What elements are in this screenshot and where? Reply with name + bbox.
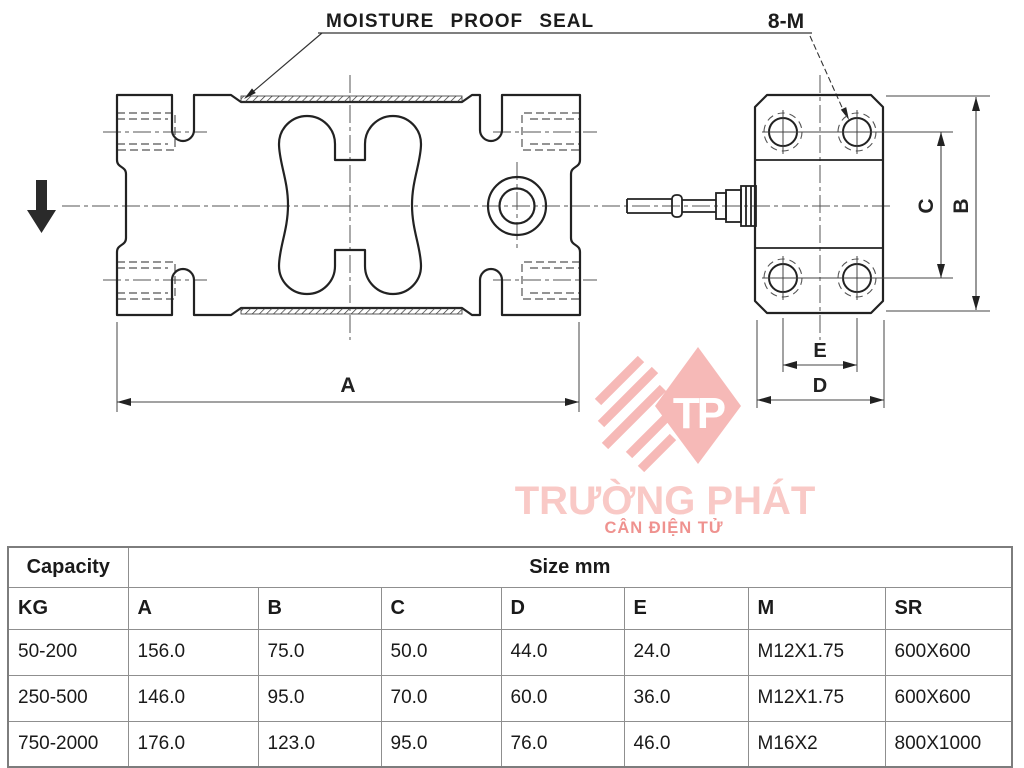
flexure-cutout [277,114,423,296]
cell: 156.0 [127,628,259,676]
side-view-body [115,93,582,317]
dimension-arrowheads [117,97,980,406]
col-header-d: D [500,586,625,630]
table-row: 750-2000 176.0 123.0 95.0 76.0 46.0 M16X… [7,720,1013,768]
cell: 95.0 [380,720,502,768]
cell: 800X1000 [884,720,1013,768]
dim-a-label: A [340,374,355,397]
cell: 46.0 [623,720,749,768]
brand-logo-diamond [655,347,741,464]
cell: M16X2 [747,720,886,768]
col-header-m: M [747,586,886,630]
hidden-thread-holes [117,112,580,300]
col-header-b: B [257,586,382,630]
cell: 750-2000 [7,720,129,768]
load-direction-arrow [27,180,56,233]
table-row: 50-200 156.0 75.0 50.0 44.0 24.0 M12X1.7… [7,628,1013,676]
brand-tagline: CÂN ĐIỆN TỬ [604,518,723,537]
column-header-row: KG A B C D E M SR [7,586,1013,630]
brand-watermark: TP TRƯỜNG PHÁT CÂN ĐIỆN TỬ [515,347,816,537]
cell: 600X600 [884,628,1013,676]
col-header-sr: SR [884,586,1013,630]
brand-logo-monogram: TP [673,389,725,438]
cell: 123.0 [257,720,382,768]
cell: 50.0 [380,628,502,676]
load-cell-technical-drawing: MOISTURE PROOF SEAL 8-M [27,10,990,412]
moisture-seal-strips [240,95,463,315]
cell: 44.0 [500,628,625,676]
dim-d-label: D [813,375,827,397]
center-lines [62,75,890,340]
cell: 76.0 [500,720,625,768]
cell: M12X1.75 [747,628,886,676]
col-header-c: C [380,586,502,630]
table-row: 250-500 146.0 95.0 70.0 60.0 36.0 M12X1.… [7,674,1013,722]
cell: 95.0 [257,674,382,722]
moisture-proof-seal-label: MOISTURE PROOF SEAL [326,11,594,32]
bolt-spec-label: 8-M [768,10,804,33]
dim-b-label: B [950,198,973,213]
cell: 600X600 [884,674,1013,722]
col-header-kg: KG [7,586,129,630]
col-header-a: A [127,586,259,630]
dim-c-label: C [915,198,938,213]
capacity-header: Capacity [7,546,129,588]
cell: 60.0 [500,674,625,722]
cell: 70.0 [380,674,502,722]
size-header: Size mm [127,546,1013,588]
extension-lines [116,95,990,412]
end-view-body [753,93,885,315]
cell: M12X1.75 [747,674,886,722]
seal-leader [244,32,323,99]
cell: 146.0 [127,674,259,722]
col-header-e: E [623,586,749,630]
bolt-leader [809,35,849,120]
cell: 50-200 [7,628,129,676]
size-spec-table: Capacity Size mm KG A B C D E M SR 50-20… [7,546,1014,768]
cable-entry-hole [486,175,548,237]
brand-name: TRƯỜNG PHÁT [515,477,816,523]
cell: 75.0 [257,628,382,676]
logo-stripes [594,355,677,473]
cell: 176.0 [127,720,259,768]
cell: 36.0 [623,674,749,722]
dim-e-label: E [813,340,826,362]
cell: 24.0 [623,628,749,676]
cell: 250-500 [7,674,129,722]
